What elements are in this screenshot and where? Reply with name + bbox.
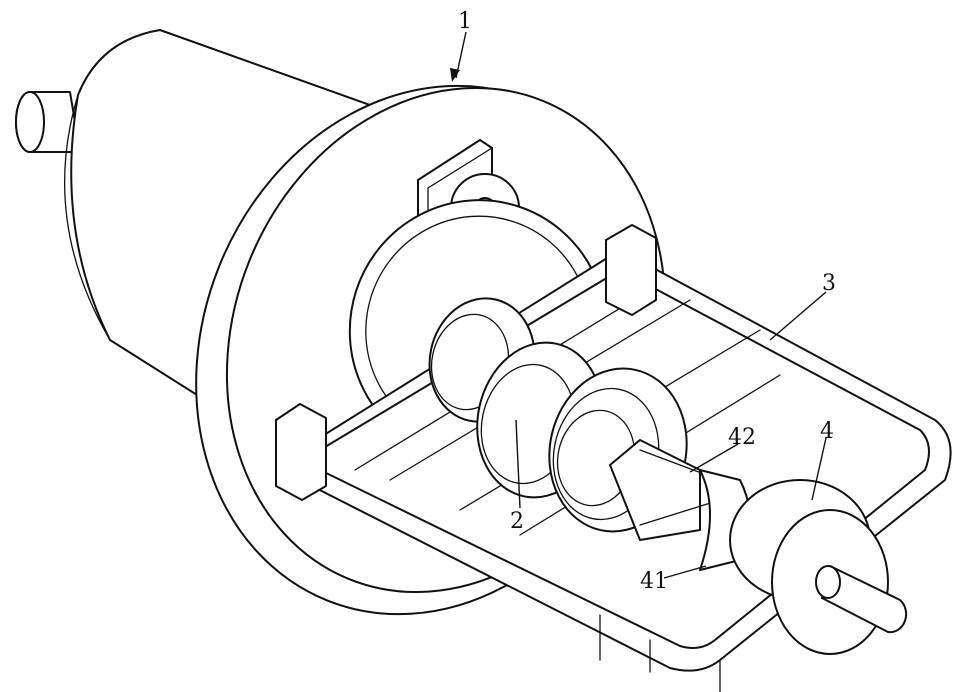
label-hub-blade: 42 <box>728 425 756 450</box>
label-frame: 3 <box>822 271 836 296</box>
label-hub: 4 <box>820 419 834 444</box>
label-drum: 2 <box>510 509 524 534</box>
label-hub-cone: 41 <box>640 569 668 594</box>
label-housing: 1 <box>458 9 472 34</box>
